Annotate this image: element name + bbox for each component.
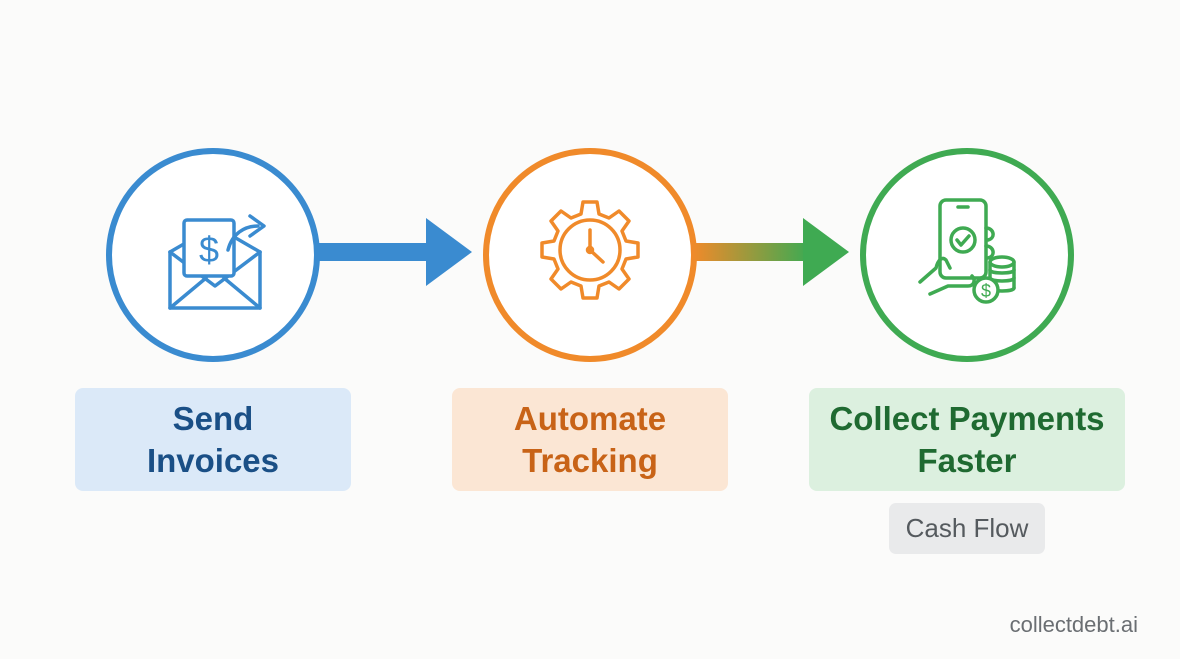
arrow-step1-to-step2	[316, 218, 472, 286]
step-collect-payments-circle: $	[860, 148, 1074, 362]
gear-clock-icon	[540, 200, 640, 300]
step-automate-tracking-label: Automate Tracking	[452, 388, 728, 491]
step-send-invoices-circle: $	[106, 148, 320, 362]
cash-flow-badge: Cash Flow	[889, 503, 1045, 554]
step-send-invoices-label: Send Invoices	[75, 388, 351, 491]
step-collect-payments-label: Collect Payments Faster	[809, 388, 1125, 491]
arrow-step2-to-step3	[693, 218, 849, 286]
phone-payment-icon: $	[918, 198, 1016, 304]
svg-text:$: $	[199, 229, 219, 270]
brand-watermark: collectdebt.ai	[1009, 612, 1138, 637]
invoice-envelope-icon: $	[168, 214, 266, 310]
svg-text:$: $	[981, 281, 991, 301]
step-automate-tracking-circle	[483, 148, 697, 362]
